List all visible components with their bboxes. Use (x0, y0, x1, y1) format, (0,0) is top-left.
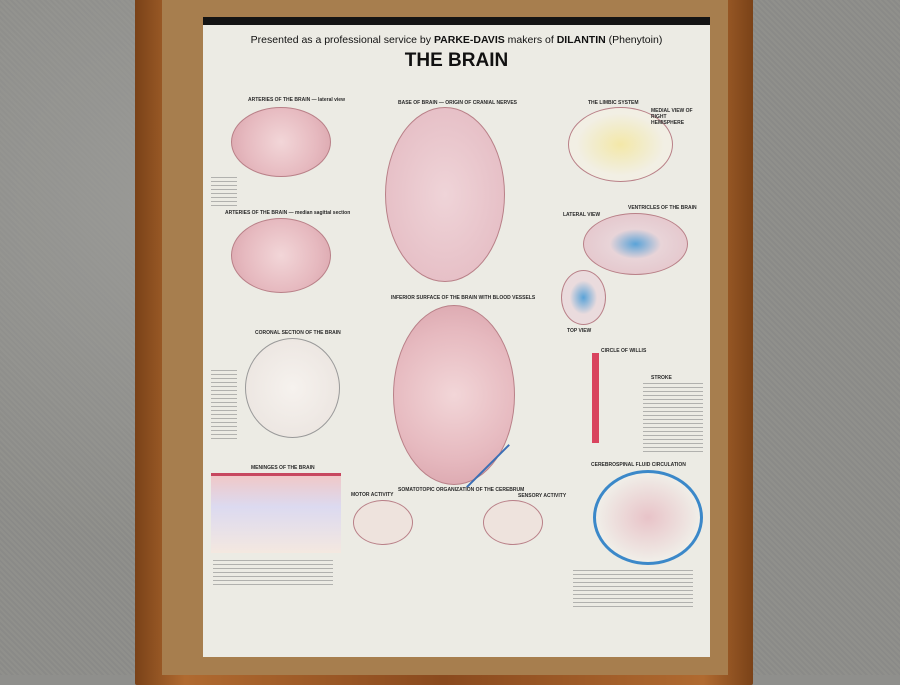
title-arteries-sagittal: ARTERIES OF THE BRAIN — median sagittal … (225, 210, 351, 216)
title-lateral-view: LATERAL VIEW (563, 212, 601, 218)
sagittal-brain-illustration (231, 218, 331, 293)
csf-illustration (593, 470, 703, 565)
title-stroke: STROKE (651, 375, 672, 381)
title-inferior: INFERIOR SURFACE OF THE BRAIN WITH BLOOD… (391, 295, 536, 301)
limbic-illustration (568, 107, 673, 182)
title-medial-view: MEDIAL VIEW OF RIGHT HEMISPHERE (651, 108, 693, 126)
title-csf: CEREBROSPINAL FLUID CIRCULATION (591, 462, 686, 468)
brain-poster: Presented as a professional service by P… (203, 17, 710, 657)
inferior-brain-illustration (393, 305, 515, 485)
sponsor-line: Presented as a professional service by P… (203, 34, 710, 46)
label-block (573, 570, 693, 610)
meninges-illustration (211, 473, 341, 553)
lateral-brain-illustration (231, 107, 331, 177)
poster-title: THE BRAIN (404, 50, 509, 71)
circle-of-willis-illustration (578, 353, 613, 443)
ventricles-top-illustration (561, 270, 606, 325)
title-arteries-lateral: ARTERIES OF THE BRAIN — lateral view (248, 97, 345, 103)
label-block (211, 177, 237, 207)
title-limbic: THE LIMBIC SYSTEM (588, 100, 639, 106)
motor-illustration (353, 500, 413, 545)
base-brain-illustration (385, 107, 505, 282)
sponsor-product: DILANTIN (556, 34, 606, 46)
title-somatotopic: SOMATOTOPIC ORGANIZATION OF THE CEREBRUM (398, 487, 525, 493)
title-coronal: CORONAL SECTION OF THE BRAIN (255, 330, 341, 336)
title-meninges: MENINGES OF THE BRAIN (251, 465, 315, 471)
coronal-brain-illustration (245, 338, 340, 438)
sponsor-mid: makers of (507, 34, 554, 46)
label-block (213, 560, 333, 585)
stroke-text-block (643, 383, 703, 453)
title-base: BASE OF BRAIN — ORIGIN OF CRANIAL NERVES (398, 100, 517, 106)
title-ventricles: VENTRICLES OF THE BRAIN (628, 205, 697, 211)
title-sensory: SENSORY ACTIVITY (518, 493, 567, 499)
title-willis: CIRCLE OF WILLIS (601, 348, 647, 354)
sensory-illustration (483, 500, 543, 545)
sponsor-suffix: (Phenytoin) (608, 34, 663, 46)
ventricles-lateral-illustration (583, 213, 688, 275)
label-block (211, 370, 237, 440)
title-motor: MOTOR ACTIVITY (351, 492, 394, 498)
sponsor-prefix: Presented as a professional service by (250, 34, 432, 46)
sponsor-company: PARKE-DAVIS (433, 34, 505, 46)
title-top-view: TOP VIEW (567, 328, 592, 334)
